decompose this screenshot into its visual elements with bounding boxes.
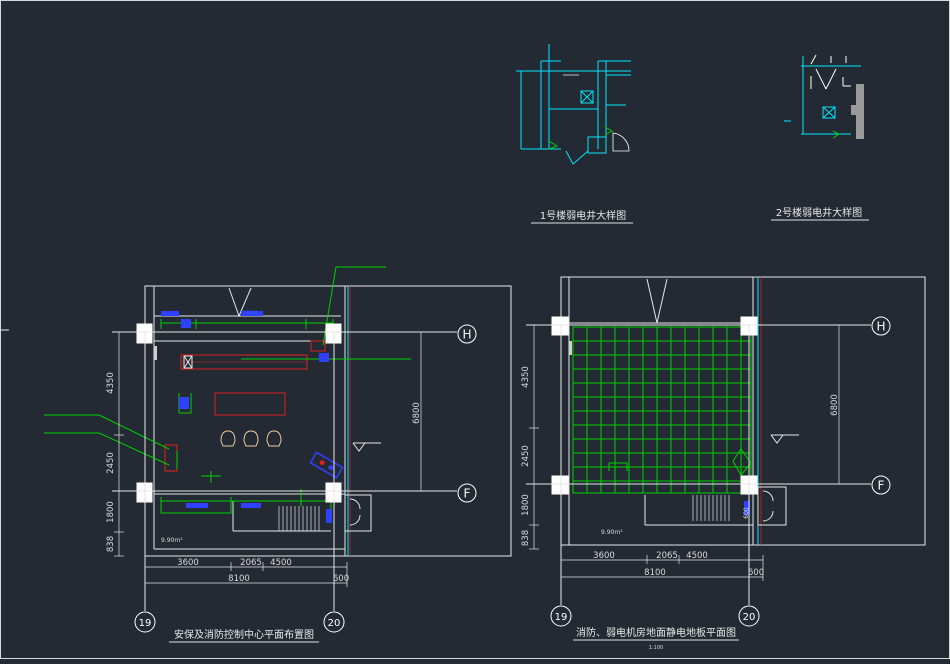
dim-3600-left: 3600 (177, 558, 199, 568)
cabinet-label-right: 600 (743, 507, 750, 519)
shaft2-title: 2号楼弱电井大样图 (776, 206, 862, 219)
axis-20-right: 20 (738, 605, 760, 627)
dim-838-right: 838 (521, 530, 531, 546)
svg-text:F: F (878, 479, 885, 493)
control-room-title: 安保及消防控制中心平面布置图 (174, 628, 314, 641)
dim-1800-left: 1800 (106, 501, 116, 523)
axis-H-left: H (457, 324, 477, 344)
dim-6800-left: 6800 (412, 402, 422, 424)
dim-2065-left: 2065 (240, 558, 262, 568)
floor-plan-scale: 1:100 (649, 645, 663, 651)
shaft2-detail (784, 54, 864, 139)
dim-2450-right: 2450 (521, 445, 531, 467)
dim-6800-right: 6800 (830, 394, 840, 416)
svg-text:H: H (462, 328, 471, 342)
svg-text:20: 20 (743, 612, 756, 623)
dim-2065-right: 2065 (656, 551, 678, 561)
area-label-left: 9.90m² (161, 537, 183, 544)
dim-838-left: 838 (106, 536, 116, 552)
shaft1-detail (516, 44, 631, 165)
axis-H-right: H (871, 316, 891, 336)
svg-text:F: F (464, 487, 471, 501)
svg-text:19: 19 (139, 618, 152, 629)
svg-text:19: 19 (555, 612, 568, 623)
axis-19-right: 19 (550, 605, 572, 627)
cabinet-label-left: 2500 (242, 310, 257, 317)
dim-1800-right: 1800 (521, 494, 531, 516)
dim-8100-left: 8100 (228, 574, 250, 584)
svg-text:H: H (876, 320, 885, 334)
dim-600-left: 600 (333, 574, 349, 584)
dim-2450-left: 2450 (106, 452, 116, 474)
area-label-right: 9.90m² (601, 529, 623, 536)
dim-3600-right: 3600 (593, 551, 615, 561)
floor-plan-title: 消防、弱电机房地面静电地板平面图 (576, 626, 736, 639)
axis-F-left: F (457, 483, 477, 503)
control-room-plan (1, 266, 512, 611)
axis-20-left: 20 (323, 611, 345, 633)
dim-4350-left: 4350 (106, 372, 116, 394)
anti-static-floor-plan (526, 276, 926, 605)
dim-4350-right: 4350 (521, 366, 531, 388)
axis-F-right: F (871, 475, 891, 495)
shaft1-title: 1号楼弱电井大样图 (540, 209, 626, 222)
dim-600-right: 600 (748, 568, 764, 578)
axis-19-left: 19 (134, 611, 156, 633)
dim-4500-left: 4500 (270, 558, 292, 568)
svg-text:20: 20 (328, 618, 341, 629)
dim-4500-right: 4500 (686, 551, 708, 561)
dim-8100-right: 8100 (644, 568, 666, 578)
